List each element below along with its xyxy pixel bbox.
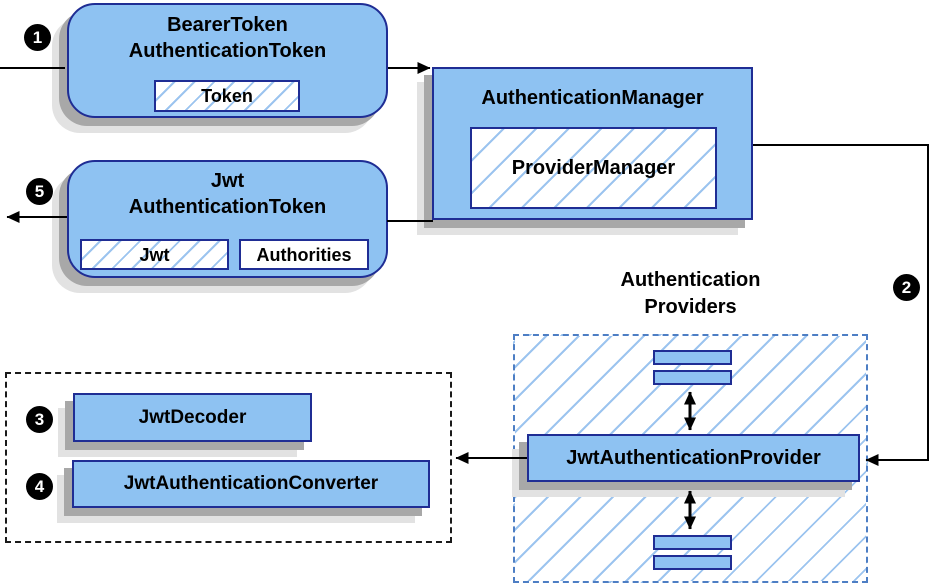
node-title-line: AuthenticationManager: [481, 87, 704, 109]
jwt-authentication-converter-label: JwtAuthenticationConverter: [123, 473, 379, 494]
token-chip: Token: [154, 80, 300, 112]
node-title-line: AuthenticationToken: [128, 196, 327, 218]
step-1-badge: 1: [24, 24, 51, 51]
step-4-badge: 4: [26, 473, 53, 500]
authentication-providers-label: Authentication Providers: [563, 267, 818, 321]
provider-placeholder-bar: [653, 555, 732, 570]
jwt-authentication-converter-node: JwtAuthenticationConverter: [72, 460, 430, 508]
step-5-badge: 5: [26, 178, 53, 205]
authorities-chip: Authorities: [239, 239, 369, 270]
node-title-line: Jwt: [210, 170, 245, 192]
authentication-manager-node: AuthenticationManager ProviderManager: [432, 67, 753, 220]
jwt-chip-label: Jwt: [139, 244, 170, 265]
provider-manager-chip: ProviderManager: [470, 127, 717, 209]
jwt-authentication-token-node: Jwt AuthenticationToken Jwt Authorities: [67, 160, 388, 278]
jwt-authentication-provider-node: JwtAuthenticationProvider: [527, 434, 860, 482]
token-chip-label: Token: [201, 86, 253, 106]
jwt-decoder-label: JwtDecoder: [138, 406, 247, 428]
authorities-chip-label: Authorities: [256, 244, 352, 265]
jwt-decoder-node: JwtDecoder: [73, 393, 312, 442]
step-2-badge: 2: [893, 274, 920, 301]
provider-placeholder-bar: [653, 535, 732, 550]
jwt-chip: Jwt: [80, 239, 229, 270]
node-title-line: AuthenticationToken: [128, 40, 327, 62]
step-3-badge: 3: [26, 406, 53, 433]
bearer-token-authentication-token-node: BearerToken AuthenticationToken Token: [67, 3, 388, 118]
provider-placeholder-bar: [653, 350, 732, 365]
jwt-authentication-provider-label: JwtAuthenticationProvider: [566, 446, 821, 469]
node-title-line: BearerToken: [167, 14, 288, 36]
provider-manager-chip-label: ProviderManager: [511, 157, 676, 179]
providers-label-line: Providers: [644, 296, 737, 318]
providers-label-line: Authentication: [620, 269, 761, 291]
provider-placeholder-bar: [653, 370, 732, 385]
